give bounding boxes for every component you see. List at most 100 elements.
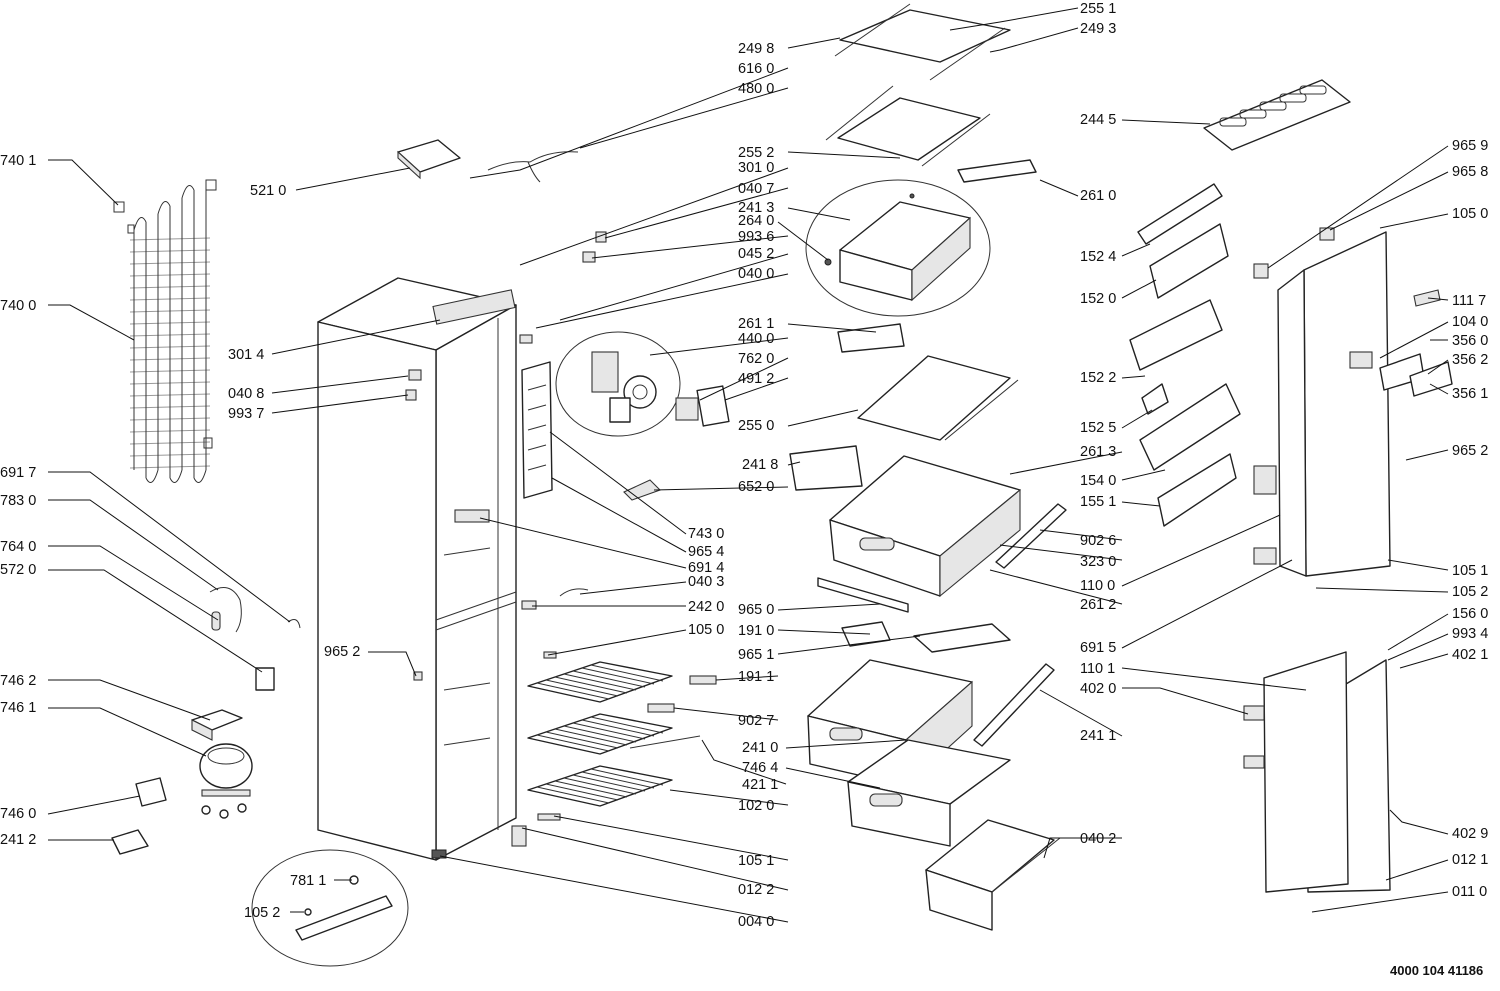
callout-label: 156 0 bbox=[1452, 606, 1488, 622]
leader-line bbox=[785, 767, 881, 789]
leader-line bbox=[469, 67, 789, 179]
wire-shelves bbox=[527, 661, 673, 807]
callout-label: 402 0 bbox=[1080, 681, 1116, 697]
leader-line bbox=[1267, 145, 1449, 269]
leader-line bbox=[591, 235, 789, 259]
leader-line bbox=[295, 167, 411, 191]
callout-label: 105 0 bbox=[1452, 206, 1488, 222]
callout-label: 965 1 bbox=[738, 647, 774, 663]
callout-label: 261 1 bbox=[738, 316, 774, 332]
leader-line bbox=[48, 707, 207, 757]
leader-line bbox=[1121, 469, 1166, 481]
glass-shelves bbox=[825, 3, 1019, 441]
leader-line bbox=[48, 499, 219, 591]
callout-label: 012 2 bbox=[738, 882, 774, 898]
callout-label: 356 0 bbox=[1452, 333, 1488, 349]
leader-line bbox=[1121, 243, 1151, 257]
callout-label: 323 0 bbox=[1080, 554, 1116, 570]
compressor bbox=[111, 709, 253, 855]
leader-line bbox=[439, 855, 789, 923]
leader-line bbox=[549, 431, 687, 535]
callout-label: 249 3 bbox=[1080, 21, 1116, 37]
callout-label: 965 4 bbox=[688, 544, 724, 560]
leader-line bbox=[1405, 449, 1449, 461]
callout-label: 105 1 bbox=[738, 853, 774, 869]
callout-label: 402 9 bbox=[1452, 826, 1488, 842]
leader-line bbox=[1039, 529, 1123, 541]
callout-label: 241 2 bbox=[0, 832, 36, 848]
door-balconies bbox=[1129, 183, 1241, 527]
leader-line bbox=[777, 635, 921, 655]
leader-line bbox=[1121, 119, 1211, 125]
callout-label: 152 0 bbox=[1080, 291, 1116, 307]
leader-line bbox=[1329, 171, 1449, 231]
callout-label: 993 6 bbox=[738, 229, 774, 245]
callout-label: 764 0 bbox=[0, 539, 36, 555]
leader-line bbox=[271, 394, 409, 414]
callout-label: 783 0 bbox=[0, 493, 36, 509]
callout-label: 746 4 bbox=[742, 760, 778, 776]
leader-line bbox=[999, 544, 1123, 561]
accessory-kit bbox=[251, 849, 409, 967]
callout-label: 480 0 bbox=[738, 81, 774, 97]
leader-line bbox=[1009, 451, 1123, 475]
callout-label: 105 0 bbox=[688, 622, 724, 638]
leader-line bbox=[48, 304, 135, 341]
leader-line bbox=[1121, 409, 1153, 429]
callout-label: 261 3 bbox=[1080, 444, 1116, 460]
callout-label: 105 2 bbox=[1452, 584, 1488, 600]
leader-line bbox=[787, 409, 859, 427]
callout-label: 110 1 bbox=[1080, 661, 1115, 677]
callout-label: 356 1 bbox=[1452, 386, 1488, 402]
leader-line bbox=[535, 273, 789, 329]
leader-line bbox=[1427, 359, 1449, 375]
leader-line bbox=[949, 7, 1079, 31]
leader-line bbox=[724, 377, 789, 401]
leader-line bbox=[519, 167, 789, 266]
pipe-parts bbox=[209, 587, 301, 691]
leader-line bbox=[579, 87, 789, 149]
leader-line bbox=[701, 739, 787, 785]
leader-line bbox=[1121, 514, 1281, 587]
callout-label: 781 1 bbox=[290, 873, 326, 889]
callout-label: 152 4 bbox=[1080, 249, 1116, 265]
leader-line bbox=[48, 471, 291, 623]
document-number: 4000 104 41186 bbox=[1390, 963, 1483, 978]
leader-line bbox=[48, 545, 219, 621]
leader-line bbox=[1387, 613, 1449, 651]
leader-line bbox=[48, 159, 119, 206]
leader-line bbox=[1311, 891, 1449, 913]
evaporator-panel bbox=[521, 361, 553, 499]
callout-label: 249 8 bbox=[738, 41, 774, 57]
leader-line bbox=[271, 319, 441, 355]
callout-label: 762 0 bbox=[738, 351, 774, 367]
callout-label: 105 1 bbox=[1452, 563, 1488, 579]
leader-line bbox=[1039, 179, 1079, 197]
callout-label: 040 0 bbox=[738, 266, 774, 282]
callout-label: 255 2 bbox=[738, 145, 774, 161]
leader-line bbox=[47, 795, 141, 815]
callout-label: 241 3 bbox=[738, 200, 774, 216]
leader-line bbox=[787, 323, 877, 333]
callout-label: 993 7 bbox=[228, 406, 264, 422]
callout-label: 110 0 bbox=[1080, 578, 1115, 594]
callout-label: 191 0 bbox=[738, 623, 774, 639]
leader-line bbox=[1427, 297, 1449, 301]
leader-line bbox=[1315, 587, 1449, 593]
callout-label: 746 2 bbox=[0, 673, 36, 689]
freezer-drawer-upper bbox=[789, 445, 1021, 598]
callout-label: 191 1 bbox=[738, 669, 774, 685]
leader-line bbox=[271, 375, 409, 394]
callout-label: 152 2 bbox=[1080, 370, 1116, 386]
leader-line bbox=[479, 517, 687, 569]
callout-label: 152 5 bbox=[1080, 420, 1116, 436]
callout-label: 040 7 bbox=[738, 181, 774, 197]
callout-label: 902 6 bbox=[1080, 533, 1116, 549]
leader-line bbox=[653, 486, 789, 491]
fridge-door bbox=[1253, 227, 1453, 577]
leader-line bbox=[673, 707, 779, 721]
leader-line bbox=[551, 477, 687, 553]
callout-label: 154 0 bbox=[1080, 473, 1116, 489]
